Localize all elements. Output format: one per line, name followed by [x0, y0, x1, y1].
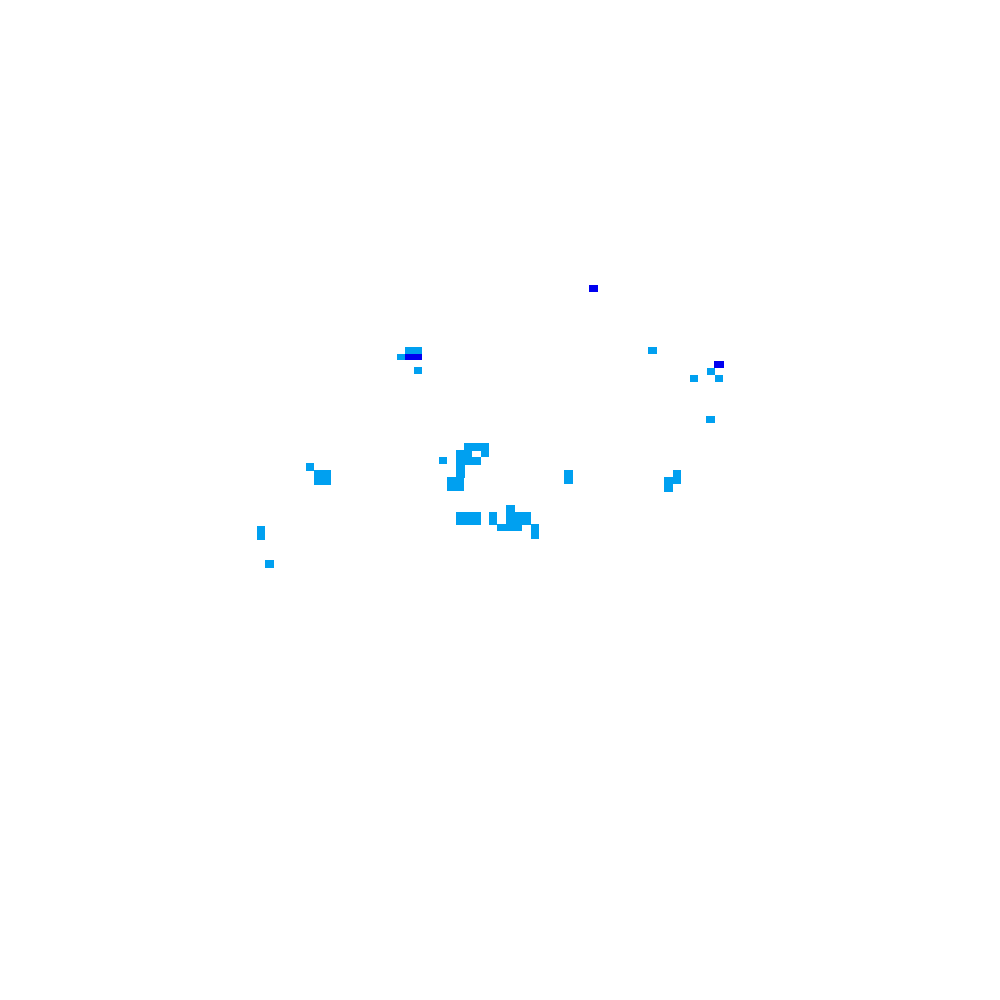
precip-cell-light: [456, 512, 481, 525]
precip-cell-light: [456, 457, 481, 465]
precip-cell-light: [397, 354, 406, 360]
precip-cell-light: [531, 524, 539, 539]
precip-cell-intense: [589, 285, 598, 292]
precip-cell-light: [564, 470, 573, 484]
precip-cell-light: [257, 526, 265, 540]
precip-cell-light: [506, 512, 531, 525]
precip-cell-light: [497, 524, 522, 531]
precip-cell-light: [456, 450, 472, 458]
precip-cell-light: [464, 443, 489, 451]
precip-cell-light: [405, 347, 422, 355]
precip-cell-light: [414, 367, 422, 374]
precip-cell-light: [481, 450, 489, 457]
precip-cell-light: [265, 560, 274, 568]
precip-cell-light: [706, 416, 715, 423]
precip-cell-light: [456, 464, 465, 478]
precip-cell-light: [506, 505, 515, 513]
precip-cell-light: [648, 347, 657, 354]
precip-cell-intense: [405, 354, 422, 360]
precip-cell-light: [673, 470, 681, 484]
precip-cell-light: [690, 375, 698, 382]
precip-cell-light: [715, 375, 723, 382]
precip-cell-light: [447, 477, 464, 491]
precip-cell-light: [707, 368, 715, 375]
precip-cell-light: [439, 457, 447, 464]
precip-cell-light: [489, 512, 497, 525]
precip-cell-light: [664, 477, 673, 492]
precip-cell-light: [306, 463, 314, 471]
precip-cell-intense: [714, 361, 724, 368]
precip-cell-light: [314, 470, 331, 485]
